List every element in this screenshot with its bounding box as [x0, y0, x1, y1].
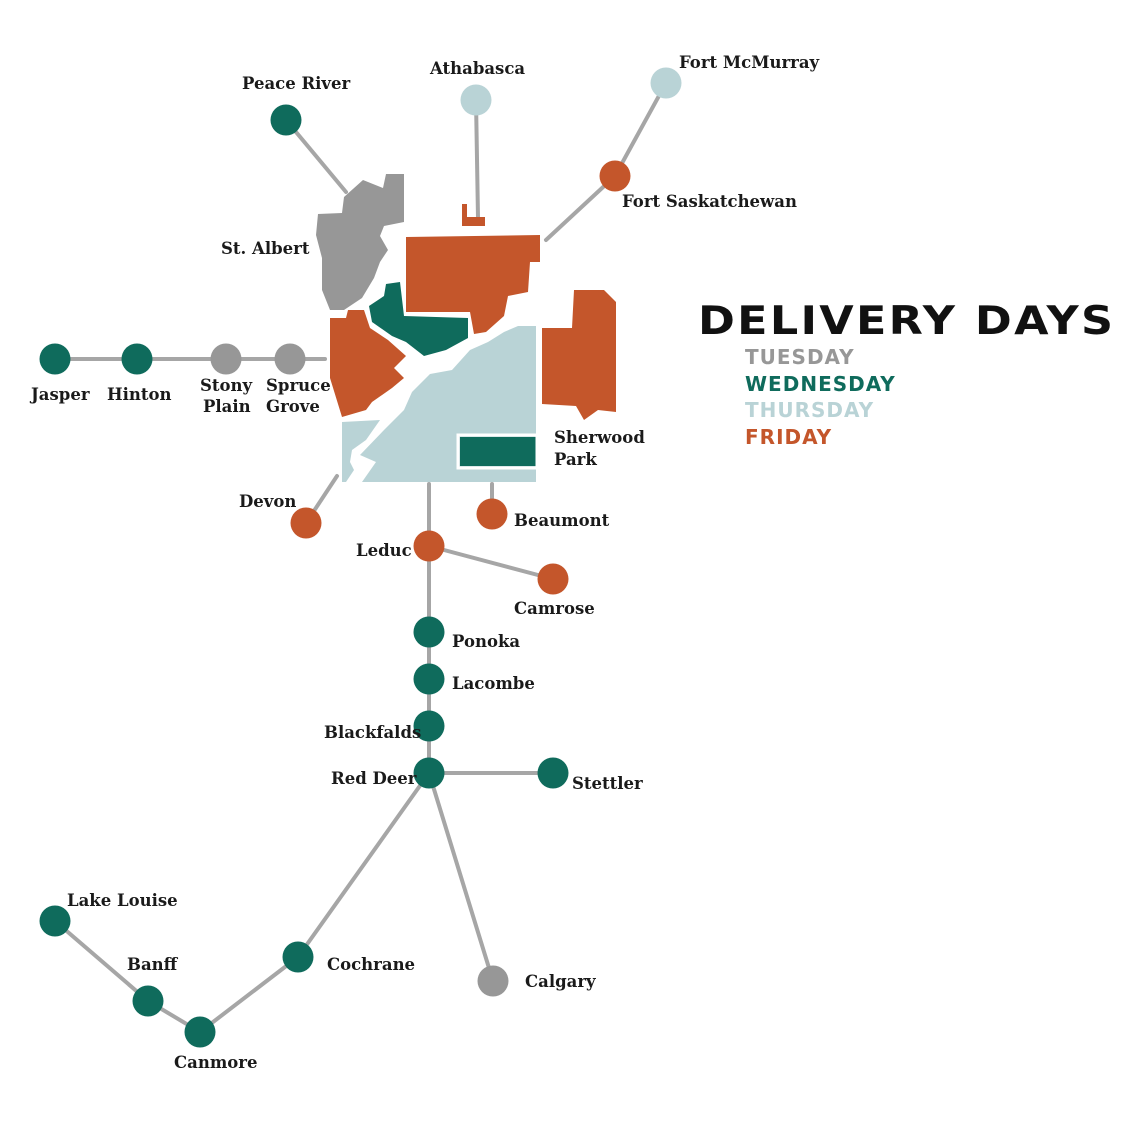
label-cochrane: Cochrane — [327, 955, 415, 974]
route-calgary — [427, 771, 495, 983]
zone-st-albert — [316, 174, 404, 310]
marker-blackfalds — [413, 710, 445, 742]
route-peace-river — [284, 118, 348, 194]
marker-cochrane — [282, 941, 314, 973]
marker-hinton — [121, 343, 153, 375]
zone-southeast-block — [460, 437, 537, 466]
zone-edmonton-west — [330, 310, 406, 417]
marker-ponoka — [413, 616, 445, 648]
marker-leduc — [413, 530, 445, 562]
town-labels: Peace River Athabasca Fort McMurray Fort… — [29, 53, 820, 1072]
label-lacombe: Lacombe — [452, 674, 535, 693]
zone-sherwood-park — [542, 290, 616, 420]
route-camrose — [427, 544, 555, 581]
label-fort-mcmurray: Fort McMurray — [679, 53, 820, 72]
label-leduc: Leduc — [356, 541, 412, 560]
legend-item-wednesday: WEDNESDAY — [745, 371, 896, 396]
marker-jasper — [39, 343, 71, 375]
route-fort-saskatchewan — [544, 174, 617, 242]
marker-peace-river — [270, 104, 302, 136]
marker-athabasca — [460, 84, 492, 116]
label-park: Park — [554, 450, 597, 469]
label-st-albert: St. Albert — [221, 239, 310, 258]
label-hinton: Hinton — [107, 385, 171, 404]
legend-item-thursday: THURSDAY — [745, 398, 875, 422]
label-lake-louise: Lake Louise — [67, 891, 178, 910]
marker-fort-saskatchewan — [599, 160, 631, 192]
label-beaumont: Beaumont — [514, 511, 610, 530]
label-canmore: Canmore — [174, 1053, 257, 1072]
marker-stettler — [537, 757, 569, 789]
label-blackfalds: Blackfalds — [324, 723, 421, 742]
marker-banff — [132, 985, 164, 1017]
route-canmore — [198, 955, 300, 1034]
route-athabasca — [474, 98, 480, 220]
label-jasper: Jasper — [29, 385, 90, 404]
zone-edmonton-central — [369, 282, 468, 356]
zone-edmonton-north — [406, 235, 540, 334]
route-fort-mcmurray — [613, 81, 668, 178]
route-cochrane — [296, 771, 431, 959]
marker-camrose — [537, 563, 569, 595]
marker-spruce-grove — [274, 343, 306, 375]
label-plain: Plain — [203, 397, 251, 416]
marker-canmore — [184, 1016, 216, 1048]
label-camrose: Camrose — [514, 599, 595, 618]
zone-athabasca-stub — [462, 204, 485, 226]
label-grove: Grove — [266, 397, 320, 416]
label-ponoka: Ponoka — [452, 632, 520, 651]
label-sherwood: Sherwood — [554, 428, 645, 447]
label-athabasca: Athabasca — [429, 59, 525, 78]
marker-lacombe — [413, 663, 445, 695]
legend-title: DELIVERY DAYS — [698, 299, 1116, 344]
label-peace-river: Peace River — [242, 74, 351, 93]
marker-fort-mcmurray — [650, 67, 682, 99]
zone-edmonton-southwest — [342, 420, 380, 482]
metro-area — [316, 174, 616, 482]
label-spruce: Spruce — [266, 376, 331, 395]
label-devon: Devon — [239, 492, 296, 511]
legend-item-friday: FRIDAY — [745, 424, 833, 449]
label-stettler: Stettler — [572, 774, 643, 793]
legend-item-tuesday: TUESDAY — [745, 345, 855, 369]
label-stony: Stony — [200, 376, 253, 395]
marker-red-deer — [413, 757, 445, 789]
marker-devon — [290, 507, 322, 539]
label-fort-saskatchewan: Fort Saskatchewan — [622, 192, 797, 211]
delivery-days-legend: DELIVERY DAYS TUESDAY WEDNESDAY THURSDAY… — [698, 300, 1113, 450]
zone-southeast-outline — [456, 433, 539, 470]
route-lake-louise — [53, 919, 150, 1003]
label-red-deer: Red Deer — [331, 769, 417, 788]
town-markers — [39, 67, 682, 1048]
marker-calgary — [477, 965, 509, 997]
marker-beaumont — [476, 498, 508, 530]
label-calgary: Calgary — [525, 972, 596, 991]
marker-lake-louise — [39, 905, 71, 937]
marker-stony-plain — [210, 343, 242, 375]
label-banff: Banff — [127, 955, 179, 974]
